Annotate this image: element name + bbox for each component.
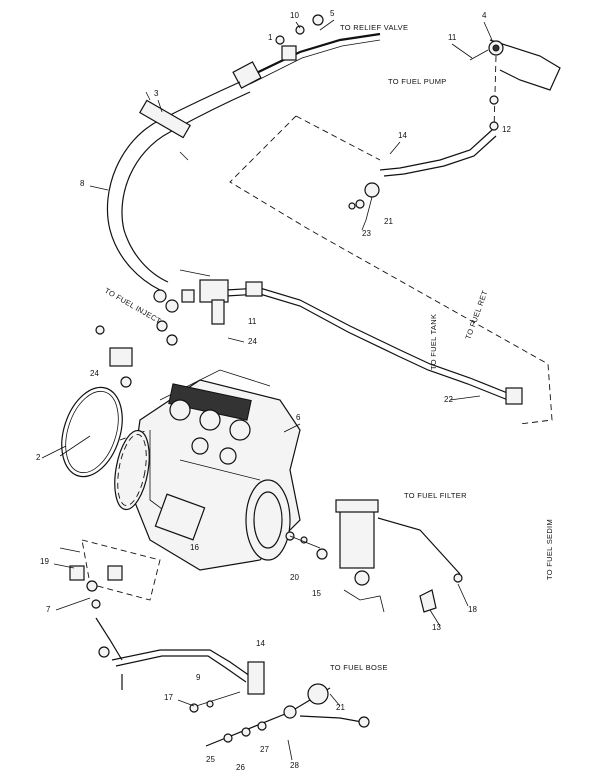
callout-label: 19 bbox=[40, 557, 49, 566]
callout-label: 15 bbox=[312, 589, 321, 598]
callout-label: 17 bbox=[164, 693, 173, 702]
callout-label: 10 bbox=[290, 11, 299, 20]
callout-label: 23 bbox=[362, 229, 371, 238]
main-supply-hose bbox=[106, 81, 251, 291]
top-fuel-line bbox=[232, 14, 381, 89]
callout-label: 22 bbox=[444, 395, 453, 404]
hose-bracket bbox=[139, 91, 191, 161]
callout-label: 20 bbox=[290, 573, 299, 582]
callout-label: 7 bbox=[46, 605, 51, 614]
lower-left-hardware bbox=[59, 539, 161, 661]
callout-label: 27 bbox=[260, 745, 269, 754]
note-to-fuel-ret: TO FUEL RET bbox=[463, 289, 489, 341]
pump-flange bbox=[245, 479, 321, 561]
return-line-lower bbox=[225, 281, 523, 405]
lower-fuel-line bbox=[111, 649, 265, 695]
callout-label: 18 bbox=[468, 605, 477, 614]
callout-label: 14 bbox=[398, 131, 407, 140]
mounting-bracket-right bbox=[419, 589, 437, 613]
note-to-fuel-sedim: TO FUEL SEDIM bbox=[545, 519, 554, 580]
note-relief-valve: TO RELIEF VALVE bbox=[340, 23, 408, 32]
callout-label: 16 bbox=[190, 543, 199, 552]
callout-label: 11 bbox=[248, 317, 257, 326]
note-to-fuel-inject: TO FUEL INJECT bbox=[103, 286, 163, 326]
callout-label: 2 bbox=[36, 453, 41, 462]
callout-label: 24 bbox=[248, 337, 257, 346]
callout-label: 4 bbox=[482, 11, 487, 20]
callout-label: 28 bbox=[290, 761, 299, 770]
drive-gear bbox=[114, 429, 150, 511]
note-to-fuel-filter: TO FUEL FILTER bbox=[404, 491, 467, 500]
callout-label: 21 bbox=[384, 217, 393, 226]
callout-label: 1 bbox=[268, 33, 273, 42]
fuel-filter bbox=[316, 499, 463, 613]
relief-valve-assembly bbox=[469, 39, 561, 131]
callout-label: 5 bbox=[330, 9, 335, 18]
callout-label: 26 bbox=[236, 763, 245, 772]
leader-lines bbox=[41, 19, 493, 707]
note-to-fuel-pump: TO FUEL PUMP bbox=[388, 77, 447, 86]
fitting-assembly-upper bbox=[348, 182, 380, 231]
callout-label: 6 bbox=[296, 413, 301, 422]
return-line-upper bbox=[229, 115, 553, 425]
callout-label: 21 bbox=[336, 703, 345, 712]
callout-label: 25 bbox=[206, 755, 215, 764]
callout-label: 24 bbox=[90, 369, 99, 378]
note-to-fuel-tank: TO FUEL TANK bbox=[429, 314, 438, 370]
overflow-valve-cluster bbox=[153, 269, 245, 346]
callout-label: 11 bbox=[448, 33, 457, 42]
callout-numbers: 5 4 11 10 1 3 12 14 11 24 8 24 21 22 2 2… bbox=[36, 9, 511, 772]
drive-belt bbox=[59, 386, 123, 478]
bottom-fittings bbox=[189, 683, 370, 761]
callout-label: 13 bbox=[432, 623, 441, 632]
callout-label: 9 bbox=[196, 673, 201, 682]
callout-label: 3 bbox=[154, 89, 159, 98]
callout-label: 12 bbox=[502, 125, 511, 134]
callout-label: 14 bbox=[256, 639, 265, 648]
callout-label: 8 bbox=[80, 179, 85, 188]
note-to-fuel-bose: TO FUEL BOSE bbox=[330, 663, 388, 672]
bracket-left bbox=[95, 325, 133, 388]
